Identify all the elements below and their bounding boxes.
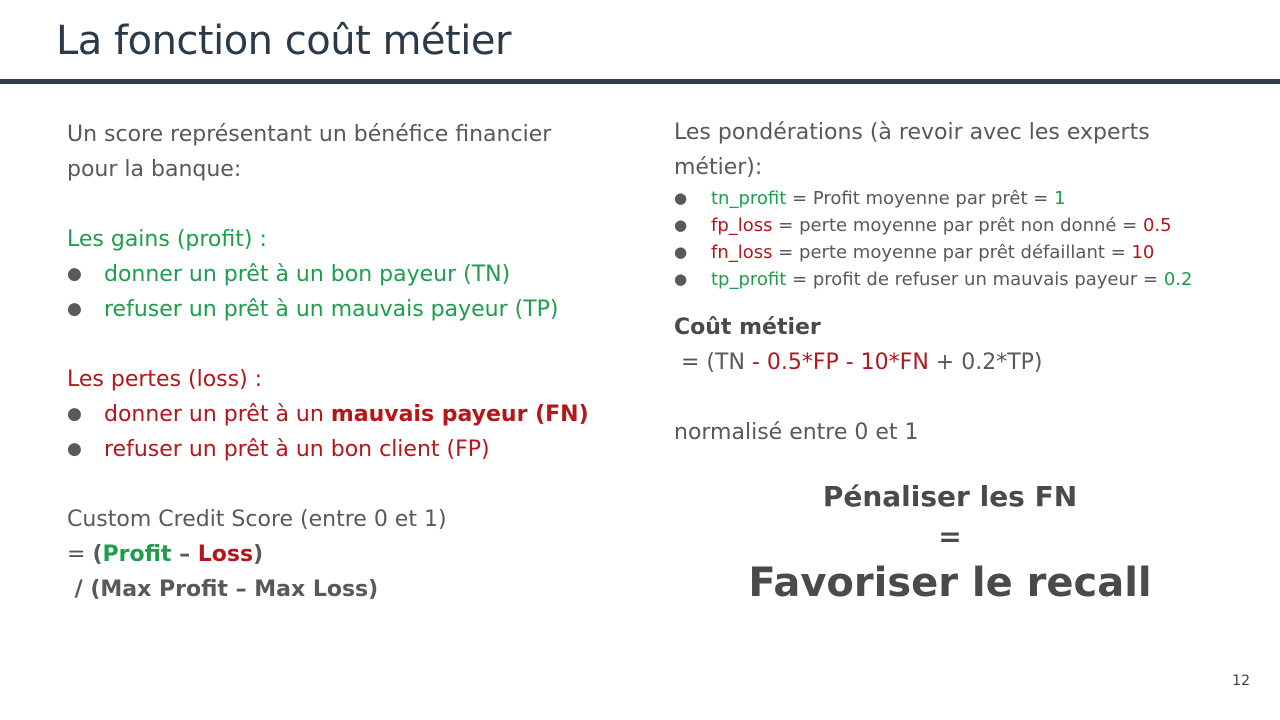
left-column: Un score représentant un bénéfice financ…	[67, 117, 637, 607]
intro-line-1: Un score représentant un bénéfice financ…	[67, 122, 552, 147]
slogan-line-3: Favoriser le recall	[748, 560, 1152, 606]
bullet-dot-icon: ●	[67, 299, 82, 319]
formula-loss: Loss	[197, 542, 254, 567]
weight-value: 0.5	[1142, 215, 1172, 236]
cost-formula-penalties: - 0.5*FP - 10*FN	[751, 350, 929, 375]
formula-open: (	[92, 542, 103, 567]
weight-value: 0.2	[1163, 269, 1193, 290]
loss-item-text: refuser un prêt à un bon client (FP)	[104, 437, 490, 462]
bullet-dot-icon: ●	[674, 216, 688, 234]
gains-heading: Les gains (profit) :	[67, 227, 267, 252]
weight-name: fp_loss	[711, 215, 773, 236]
losses-heading: Les pertes (loss) :	[67, 367, 263, 392]
cost-heading: Coût métier	[674, 315, 821, 340]
weight-value: 1	[1054, 188, 1066, 209]
page-number: 12	[1232, 673, 1250, 689]
formula-minus: –	[171, 542, 198, 567]
right-column: Les pondérations (à revoir avec les expe…	[674, 115, 1254, 450]
weight-name: tp_profit	[711, 269, 787, 290]
weight-item: ● fp_loss = perte moyenne par prêt non d…	[674, 212, 1254, 239]
cost-formula-c: + 0.2*TP)	[928, 350, 1043, 375]
score-line: Custom Credit Score (entre 0 et 1)	[67, 507, 447, 532]
cost-formula-a: = (TN	[674, 350, 752, 375]
cost-formula: = (TN - 0.5*FP - 10*FN + 0.2*TP)	[674, 345, 1254, 380]
weight-desc: = profit de refuser un mauvais payeur =	[786, 269, 1164, 290]
formula-eq: =	[67, 542, 93, 567]
bullet-dot-icon: ●	[674, 189, 688, 207]
slogan-line-1: Pénaliser les FN	[822, 480, 1078, 513]
formula-profit: Profit	[102, 542, 172, 567]
formula-close: )	[253, 542, 264, 567]
gain-item-text: refuser un prêt à un mauvais payeur (TP)	[104, 297, 559, 322]
weights-intro-1: Les pondérations (à revoir avec les expe…	[674, 120, 1150, 145]
weight-name: fn_loss	[711, 242, 773, 263]
gain-item-text: donner un prêt à un bon payeur (TN)	[104, 262, 511, 287]
weight-item: ● tp_profit = profit de refuser un mauva…	[674, 266, 1254, 293]
weight-desc: = Profit moyenne par prêt =	[786, 188, 1055, 209]
bullet-dot-icon: ●	[67, 439, 82, 459]
normalized-note: normalisé entre 0 et 1	[674, 420, 919, 445]
weight-desc: = perte moyenne par prêt non donné =	[772, 215, 1143, 236]
gain-item: ● refuser un prêt à un mauvais payeur (T…	[67, 292, 637, 327]
loss-item-emphasis: mauvais payeur (FN)	[330, 402, 589, 427]
bullet-dot-icon: ●	[67, 264, 82, 284]
weight-value: 10	[1131, 242, 1155, 263]
bullet-dot-icon: ●	[674, 270, 688, 288]
weight-desc: = perte moyenne par prêt défaillant =	[772, 242, 1132, 263]
formula-denominator: / (Max Profit – Max Loss)	[67, 577, 379, 602]
intro-line-2: pour la banque:	[67, 157, 242, 182]
weights-list: ● tn_profit = Profit moyenne par prêt = …	[674, 185, 1254, 293]
weight-name: tn_profit	[711, 188, 787, 209]
bullet-dot-icon: ●	[674, 243, 688, 261]
title-divider	[0, 79, 1280, 84]
slogan-line-2: =	[938, 520, 962, 553]
weight-item: ● tn_profit = Profit moyenne par prêt = …	[674, 185, 1254, 212]
loss-item-text: donner un prêt à un	[104, 402, 331, 427]
weights-intro-2: métier):	[674, 155, 763, 180]
weight-item: ● fn_loss = perte moyenne par prêt défai…	[674, 239, 1254, 266]
slide-title: La fonction coût métier	[56, 18, 511, 64]
score-formula: = (Profit – Loss)	[67, 537, 637, 572]
loss-item: ● refuser un prêt à un bon client (FP)	[67, 432, 637, 467]
bullet-dot-icon: ●	[67, 404, 82, 424]
gain-item: ● donner un prêt à un bon payeur (TN)	[67, 257, 637, 292]
loss-item: ● donner un prêt à un mauvais payeur (FN…	[67, 397, 637, 432]
